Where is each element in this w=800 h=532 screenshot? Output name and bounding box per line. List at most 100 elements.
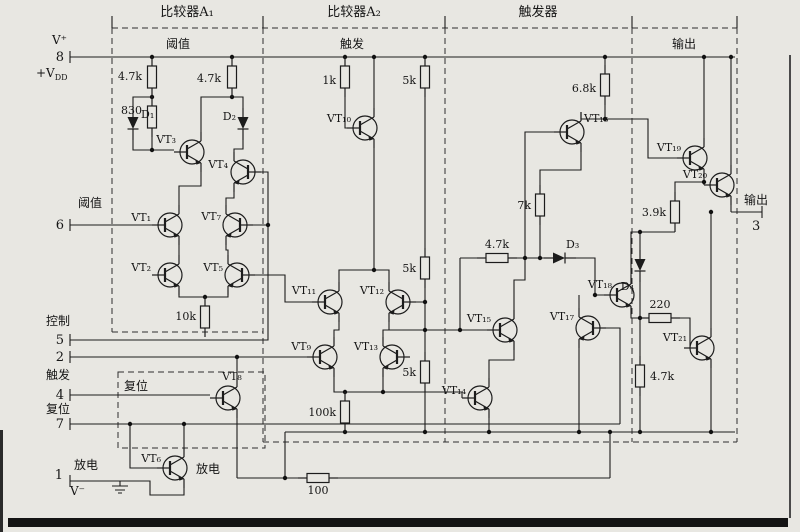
- transistor-vt2-symbol: [150, 253, 184, 297]
- label-vminus: V⁻: [69, 484, 85, 498]
- label-d4: D₄: [621, 280, 635, 293]
- label-d2: D₂: [223, 110, 236, 123]
- label-r15: 4.7k: [650, 370, 674, 383]
- label-vt18: VT₁₈: [587, 278, 613, 291]
- resistor-r11-symbol: [534, 184, 546, 226]
- label-pin6: 6: [56, 218, 64, 233]
- label-d1: D₁: [141, 108, 154, 121]
- resistor-r15-symbol: [634, 355, 646, 397]
- ground-rail: [284, 431, 735, 478]
- transistor-vt12-symbol: [384, 280, 418, 324]
- label-d3: D₃: [566, 238, 579, 251]
- transistor-vt20-symbol: [702, 163, 736, 207]
- label-r5: 1k: [322, 74, 336, 87]
- pin-wires: [70, 171, 762, 496]
- label-r13: 3.9k: [642, 206, 666, 219]
- label-inner-reset: 复位: [124, 378, 148, 393]
- label-r8: 5k: [402, 366, 416, 379]
- label-r9: 100k: [308, 406, 336, 419]
- label-vt8: VT₈: [221, 370, 242, 383]
- wires: [69, 51, 763, 496]
- diode-d4-symbol: [633, 249, 647, 283]
- resistor-r3-symbol: [226, 56, 238, 98]
- transistor-vt8-symbol: [208, 376, 242, 420]
- diode-labels: D₁ D₂ D₃ D₄: [141, 108, 635, 293]
- transistor-vt1-symbol: [150, 203, 184, 247]
- label-vt19: VT₁₉: [656, 141, 682, 154]
- transistors: [150, 106, 736, 490]
- transistor-vt6-symbol: [155, 446, 189, 490]
- label-vt17: VT₁₇: [549, 310, 575, 323]
- transistor-vt4-symbol: [229, 150, 263, 194]
- label-pin4-reset: 复位: [46, 401, 70, 416]
- label-vt2: VT₂: [130, 261, 151, 274]
- label-vdd: +VDD: [36, 66, 68, 82]
- resistor-r12-symbol: [599, 64, 611, 106]
- label-vt7: VT₇: [200, 210, 221, 223]
- resistor-r8-symbol: [419, 351, 431, 393]
- section-boxes: [111, 16, 738, 449]
- section-titles: 比较器A₁ 比较器A₂ 触发器 阈值 触发 输出 复位 放电: [124, 4, 696, 476]
- resistor-r13-symbol: [669, 191, 681, 233]
- scan-artifacts: [0, 55, 791, 532]
- resistor-labels: 4.7k 830 4.7k 10k 1k 5k 5k 5k 100k 4.7k …: [118, 70, 675, 497]
- transistor-vt15-symbol: [485, 308, 519, 352]
- output-stage-wires: [630, 57, 732, 432]
- transistor-vt21-symbol: [682, 326, 716, 370]
- label-vplus: V⁺: [51, 33, 67, 47]
- diode-d3-symbol: [543, 251, 577, 265]
- label-vt3: VT₃: [155, 133, 176, 146]
- section-bracket-ticks: [111, 16, 738, 28]
- transistor-vt16-symbol: [552, 110, 586, 154]
- label-vt5: VT₅: [202, 261, 223, 274]
- pin-end-ticks: [69, 51, 763, 487]
- label-pin7: 7: [56, 417, 64, 432]
- label-r4: 10k: [175, 310, 196, 323]
- resistor-r14-symbol: [639, 312, 681, 324]
- resistor-r5-symbol: [339, 56, 351, 98]
- transistor-vt11-symbol: [310, 280, 344, 324]
- label-r3: 4.7k: [197, 72, 221, 85]
- label-r1: 4.7k: [118, 70, 142, 83]
- resistor-r4-symbol: [199, 296, 211, 338]
- label-vt11: VT₁₁: [291, 284, 316, 297]
- label-r16: 100: [308, 484, 329, 497]
- transistor-vt3-symbol: [172, 130, 206, 174]
- title-comparator-a2: 比较器A₂: [327, 5, 381, 20]
- resistor-r9-symbol: [339, 391, 351, 433]
- reset-box: [117, 371, 266, 449]
- label-r10: 4.7k: [485, 238, 509, 251]
- label-r7: 5k: [402, 262, 416, 275]
- label-pin2: 2: [56, 350, 64, 365]
- label-vt20: VT₂₀: [682, 168, 708, 181]
- label-vt6: VT₆: [140, 452, 161, 465]
- label-pin4: 4: [56, 388, 64, 403]
- label-vt13: VT₁₃: [353, 340, 378, 353]
- label-vt12: VT₁₂: [359, 284, 384, 297]
- transistor-vt17-symbol: [574, 306, 608, 350]
- label-r2: 830: [121, 104, 142, 117]
- label-vt15: VT₁₅: [466, 312, 491, 325]
- transistor-vt5-symbol: [223, 253, 257, 297]
- label-pin7-discharge: 放电: [74, 457, 98, 472]
- resistor-r16-symbol: [297, 472, 339, 484]
- label-pin5: 5: [56, 333, 64, 348]
- label-pin3-output: 输出: [744, 192, 768, 207]
- label-inner-discharge: 放电: [196, 461, 220, 476]
- diode-d2-symbol: [236, 107, 250, 141]
- label-inner-threshold: 阈值: [166, 36, 190, 51]
- label-pin5-control: 控制: [46, 314, 70, 328]
- title-flipflop: 触发器: [518, 4, 557, 20]
- label-pin6-threshold: 阈值: [78, 195, 102, 210]
- label-r12: 6.8k: [572, 82, 596, 95]
- label-pin3: 3: [752, 219, 760, 234]
- title-comparator-a1: 比较器A₁: [160, 5, 214, 20]
- label-vt14: VT₁₄: [441, 384, 467, 397]
- label-pin2-trigger: 触发: [46, 367, 70, 382]
- label-pin1: 1: [55, 468, 63, 483]
- transistor-vt9-symbol: [305, 335, 339, 379]
- label-inner-trigger: 触发: [340, 36, 364, 51]
- label-r14: 220: [650, 298, 671, 311]
